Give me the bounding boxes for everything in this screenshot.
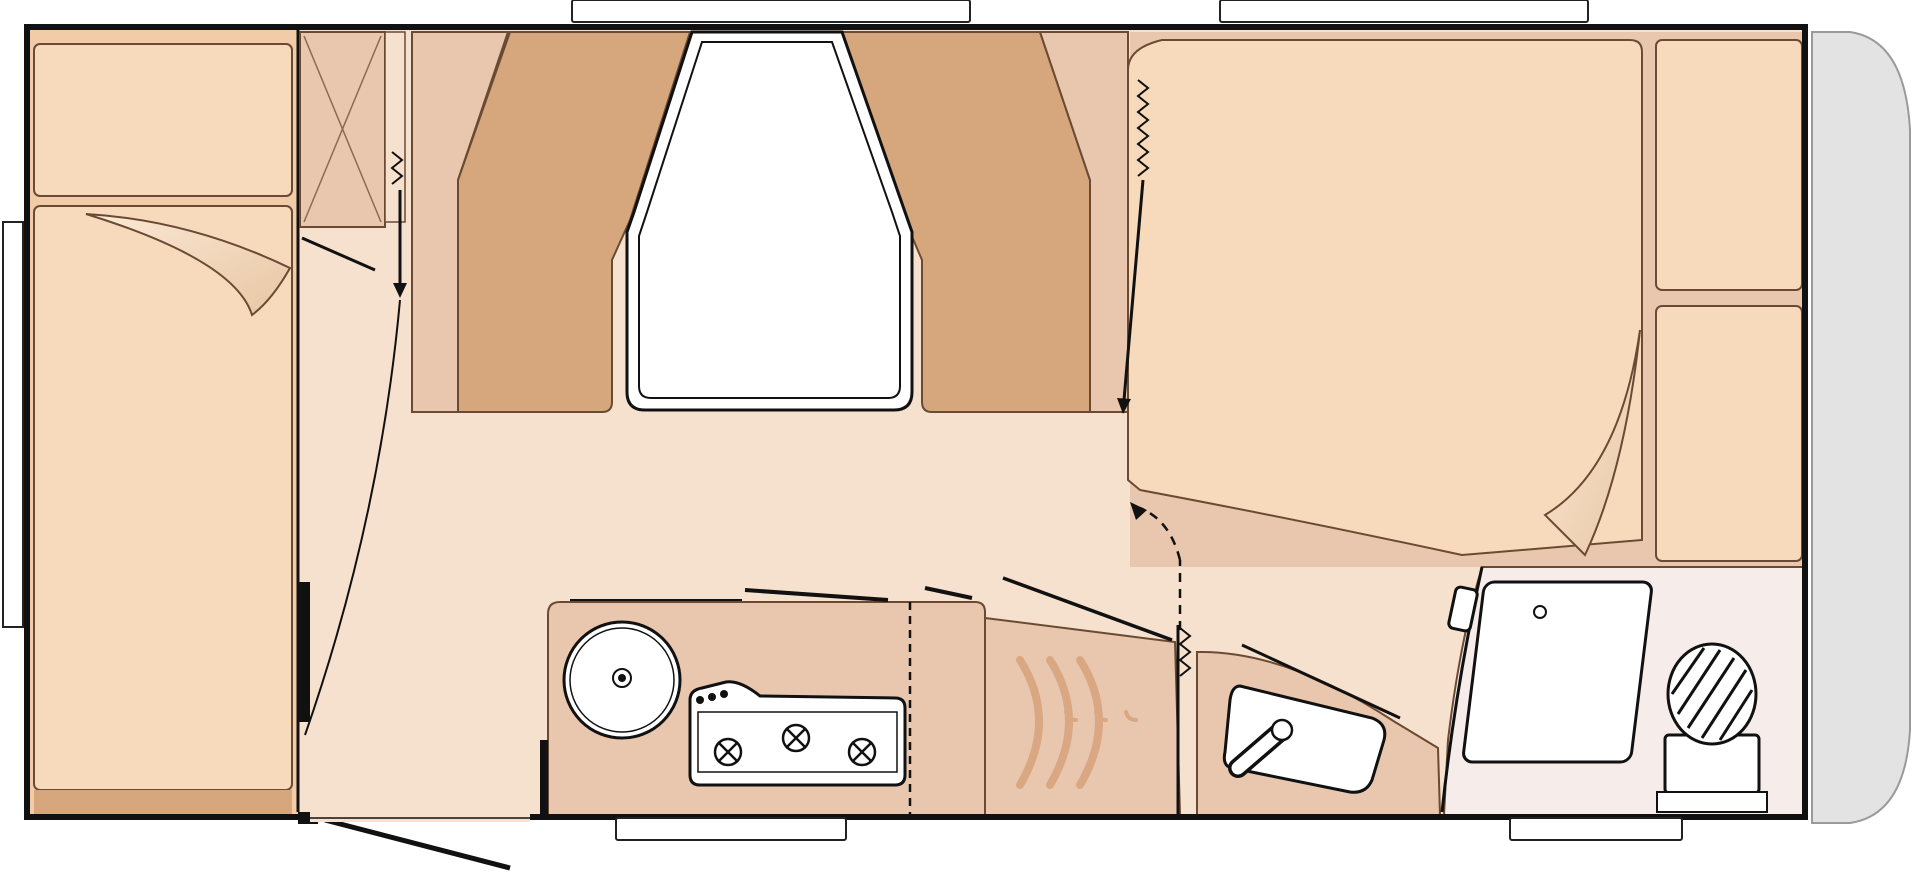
- washbasin-icon: [1222, 684, 1387, 794]
- nose-cap: [1811, 31, 1911, 824]
- wardrobe: [299, 31, 407, 298]
- front-single-bed: [30, 30, 298, 820]
- partition-fold-icon: [1178, 627, 1192, 677]
- washroom-door-handle: [1447, 585, 1479, 633]
- dinette-table: [625, 30, 914, 412]
- coat-hanger-icon: [1016, 656, 1138, 789]
- hob-icon: [688, 680, 907, 787]
- bed-curl-icon: [1543, 329, 1641, 557]
- shower-tray-icon: [1462, 580, 1653, 764]
- top-window-right: [1219, 0, 1589, 23]
- washroom: [1196, 566, 1806, 816]
- bed-cushion-upper: [1655, 39, 1803, 291]
- bottom-window-right: [1509, 817, 1683, 841]
- outer-wall: [24, 24, 1808, 820]
- bed-cushion-lower: [1655, 305, 1803, 562]
- kitchen: [547, 586, 986, 816]
- dinette: [411, 30, 1129, 413]
- bed-curl-icon: [85, 213, 292, 317]
- dinette-seat-left: [457, 31, 692, 413]
- coat-cabinet: [984, 576, 1192, 816]
- top-window-left: [571, 0, 971, 23]
- bed-cushion-top: [33, 43, 293, 197]
- bottom-window-left: [615, 817, 847, 841]
- front-window: [2, 221, 24, 628]
- partition-fold-icon: [1136, 79, 1150, 177]
- rear-double-bed: [1117, 32, 1806, 567]
- partition-fold-icon: [390, 151, 404, 185]
- dinette-backrest-right: [1038, 31, 1129, 413]
- toilet-icon: [1656, 642, 1768, 813]
- sink-icon: [562, 620, 682, 740]
- double-bed-mattress: [1127, 39, 1643, 557]
